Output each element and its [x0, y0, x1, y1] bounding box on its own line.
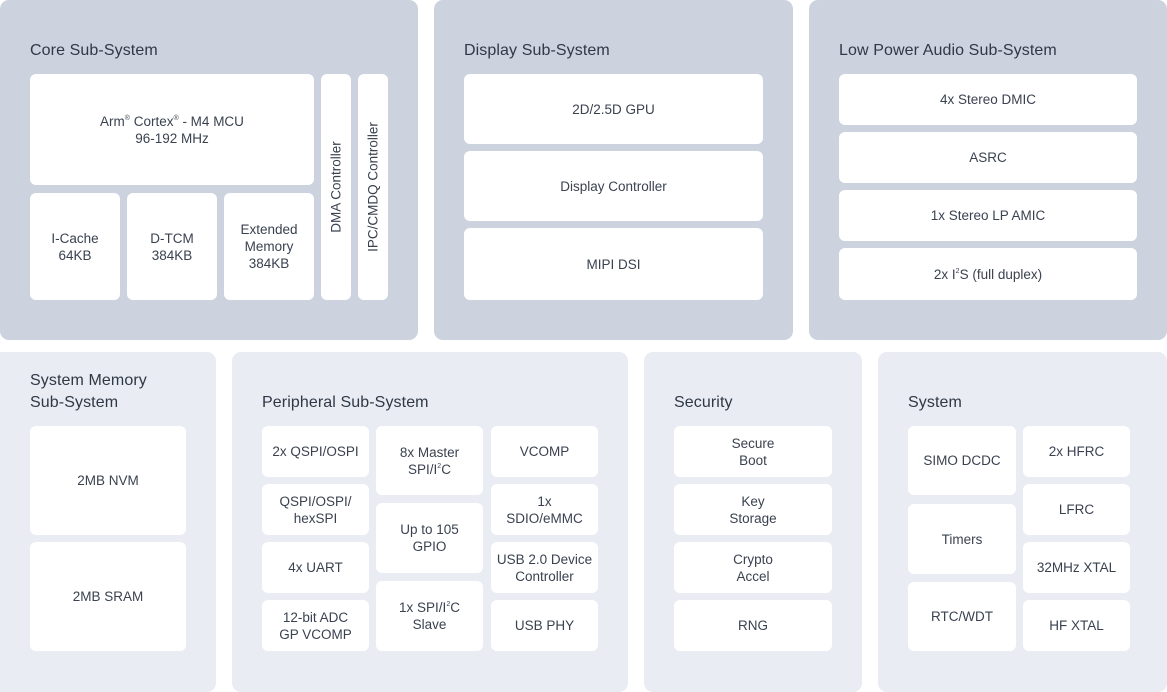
- secure-boot-block: Secure Boot: [674, 426, 832, 477]
- rng-block: RNG: [674, 600, 832, 651]
- qspi-ospi-block: 2x QSPI/OSPI: [262, 426, 369, 477]
- hexspi-block: QSPI/OSPI/ hexSPI: [262, 484, 369, 535]
- key-storage-block: Key Storage: [674, 484, 832, 535]
- asrc-block: ASRC: [839, 132, 1137, 183]
- lfrc-block: LFRC: [1023, 484, 1130, 535]
- hf-xtal-block: HF XTAL: [1023, 600, 1130, 651]
- peripheral-subsystem-title: Peripheral Sub-System: [262, 394, 429, 411]
- spi-master-block: 8x Master SPI/I2C: [376, 426, 483, 495]
- timers-block: Timers: [908, 504, 1016, 574]
- adc-block: 12-bit ADC GP VCOMP: [262, 600, 369, 651]
- system-memory-title: System Memory Sub-System: [30, 372, 147, 411]
- audio-subsystem-title: Low Power Audio Sub-System: [839, 42, 1057, 59]
- mcu-cortex: Cortex: [133, 113, 174, 129]
- display-subsystem-title: Display Sub-System: [464, 42, 610, 59]
- uart-block: 4x UART: [262, 542, 369, 593]
- ipc-cmdq-controller-block: IPC/CMDQ Controller: [358, 74, 388, 300]
- spi-master-sup: 2: [437, 462, 442, 470]
- i2s-block: 2x I2S (full duplex): [839, 248, 1137, 300]
- i2s-sup: 2: [955, 267, 960, 275]
- dma-controller-block: DMA Controller: [321, 74, 351, 300]
- core-subsystem-title: Core Sub-System: [30, 42, 158, 59]
- usb-phy-block: USB PHY: [491, 600, 598, 651]
- ipc-cmdq-controller-label: IPC/CMDQ Controller: [365, 122, 381, 252]
- mcu-block: Arm® Cortex® - M4 MCU 96-192 MHz: [30, 74, 314, 185]
- mcu-m4: - M4 MCU: [182, 113, 244, 129]
- dma-controller-label: DMA Controller: [328, 141, 344, 233]
- nvm-block: 2MB NVM: [30, 426, 186, 535]
- rtc-wdt-block: RTC/WDT: [908, 582, 1016, 651]
- spi-slave-block: 1x SPI/I2C Slave: [376, 581, 483, 651]
- vcomp-block: VCOMP: [491, 426, 598, 477]
- spi-master-line1: 8x Master: [399, 444, 460, 460]
- security-title: Security: [674, 394, 733, 411]
- system-panel: System SIMO DCDC Timers RTC/WDT 2x HFRC …: [878, 352, 1167, 692]
- registered-mark: ®: [124, 114, 130, 122]
- gpu-block: 2D/2.5D GPU: [464, 74, 763, 144]
- mcu-arm: Arm: [100, 113, 125, 129]
- xtal-32mhz-block: 32MHz XTAL: [1023, 542, 1130, 593]
- spi-slave-line2: Slave: [412, 617, 447, 632]
- dtcm-block: D-TCM 384KB: [127, 193, 217, 300]
- usb-device-controller-block: USB 2.0 Device Controller: [491, 542, 598, 593]
- spi-master-post: C: [441, 461, 451, 477]
- core-subsystem-panel: Core Sub-System Arm® Cortex® - M4 MCU 96…: [0, 0, 418, 340]
- system-memory-panel: System Memory Sub-System 2MB NVM 2MB SRA…: [0, 352, 216, 692]
- system-title: System: [908, 394, 962, 411]
- sram-block: 2MB SRAM: [30, 542, 186, 651]
- peripheral-subsystem-panel: Peripheral Sub-System 2x QSPI/OSPI QSPI/…: [232, 352, 628, 692]
- simo-dcdc-block: SIMO DCDC: [908, 426, 1016, 495]
- audio-subsystem-panel: Low Power Audio Sub-System 4x Stereo DMI…: [809, 0, 1167, 340]
- i2s-post: S (full duplex): [959, 266, 1043, 282]
- display-controller-block: Display Controller: [464, 151, 763, 221]
- sdio-emmc-block: 1x SDIO/eMMC: [491, 484, 598, 535]
- extended-memory-block: Extended Memory 384KB: [224, 193, 314, 300]
- gpio-block: Up to 105 GPIO: [376, 503, 483, 573]
- display-subsystem-panel: Display Sub-System 2D/2.5D GPU Display C…: [434, 0, 793, 340]
- spi-master-pre: SPI/I: [408, 461, 438, 477]
- i2s-pre: 2x I: [933, 266, 956, 282]
- icache-block: I-Cache 64KB: [30, 193, 120, 300]
- security-panel: Security Secure Boot Key Storage Crypto …: [644, 352, 862, 692]
- spi-slave-sup: 2: [446, 601, 451, 608]
- stereo-dmic-block: 4x Stereo DMIC: [839, 74, 1137, 125]
- stereo-lp-amic-block: 1x Stereo LP AMIC: [839, 190, 1137, 241]
- mipi-dsi-block: MIPI DSI: [464, 228, 763, 300]
- spi-slave-pre: 1x SPI/I: [399, 600, 447, 615]
- registered-mark: ®: [173, 114, 179, 122]
- spi-slave-post: C: [450, 600, 460, 615]
- mcu-freq: 96-192 MHz: [135, 130, 209, 146]
- crypto-accel-block: Crypto Accel: [674, 542, 832, 593]
- hfrc-block: 2x HFRC: [1023, 426, 1130, 477]
